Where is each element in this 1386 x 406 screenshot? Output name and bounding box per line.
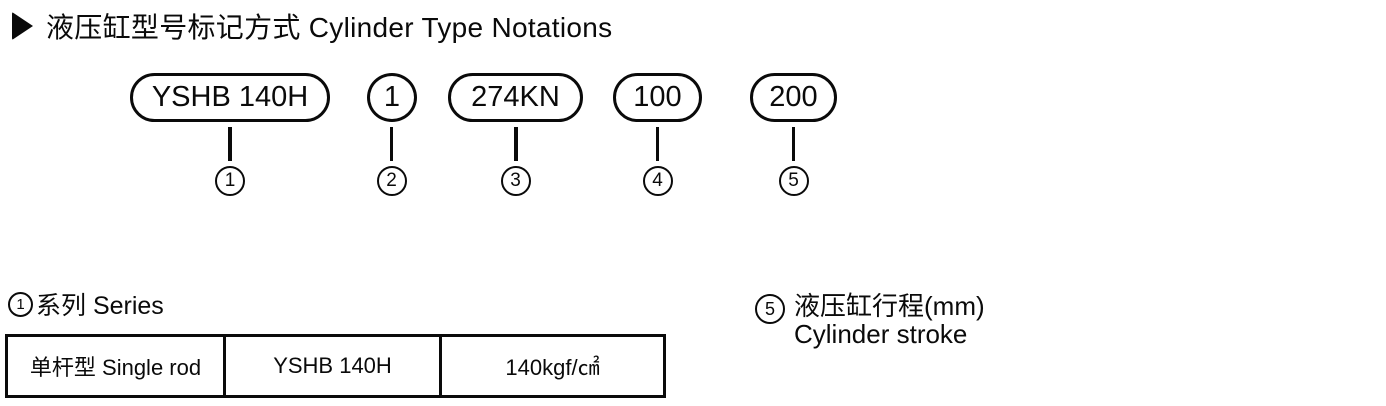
callout-number-1: 1 [215,166,245,196]
series-section-heading: 1 系列 Series [8,286,164,322]
stroke-label-zh: 液压缸行程(mm) [794,291,985,321]
series-table-cell-pressure: 140kgf/㎠ [505,355,600,380]
notation-pill-stroke: 200 [750,73,837,122]
page-title: 液压缸型号标记方式 Cylinder Type Notations [46,12,613,43]
bullet-triangle-icon [12,12,33,40]
callout-number-4: 4 [642,166,673,196]
leader-line-5 [791,127,795,161]
notation-pill-force: 274KN [448,73,583,122]
notation-pill-rod-type: 1 [367,73,417,122]
stroke-label-en: Cylinder stroke [794,319,968,349]
series-table: 单杆型 Single rod YSHB 140H 140kgf/㎠ [5,334,666,398]
notation-pill-series: YSHB 140H [130,73,330,122]
callout-number-2: 2 [376,166,407,196]
callout-number-5: 5 [778,166,809,196]
series-heading-label: 系列 Series [36,292,164,320]
page-title-row: 液压缸型号标记方式 Cylinder Type Notations [12,6,612,46]
leader-line-1 [228,127,232,161]
stroke-label: 液压缸行程(mm) Cylinder stroke [794,292,985,348]
leader-line-2 [389,127,393,161]
circled-number-1-icon: 1 [8,291,33,317]
series-table-cell-model: YSHB 140H [226,337,442,395]
leader-line-3 [514,127,518,161]
callout-number-3: 3 [500,166,531,196]
stroke-section-heading: 5 液压缸行程(mm) Cylinder stroke [755,292,985,348]
series-table-cell-rod-type: 单杆型 Single rod [8,337,226,395]
circled-number-5-icon: 5 [755,294,785,324]
notation-pill-bore: 100 [613,73,702,122]
leader-line-4 [655,127,659,161]
